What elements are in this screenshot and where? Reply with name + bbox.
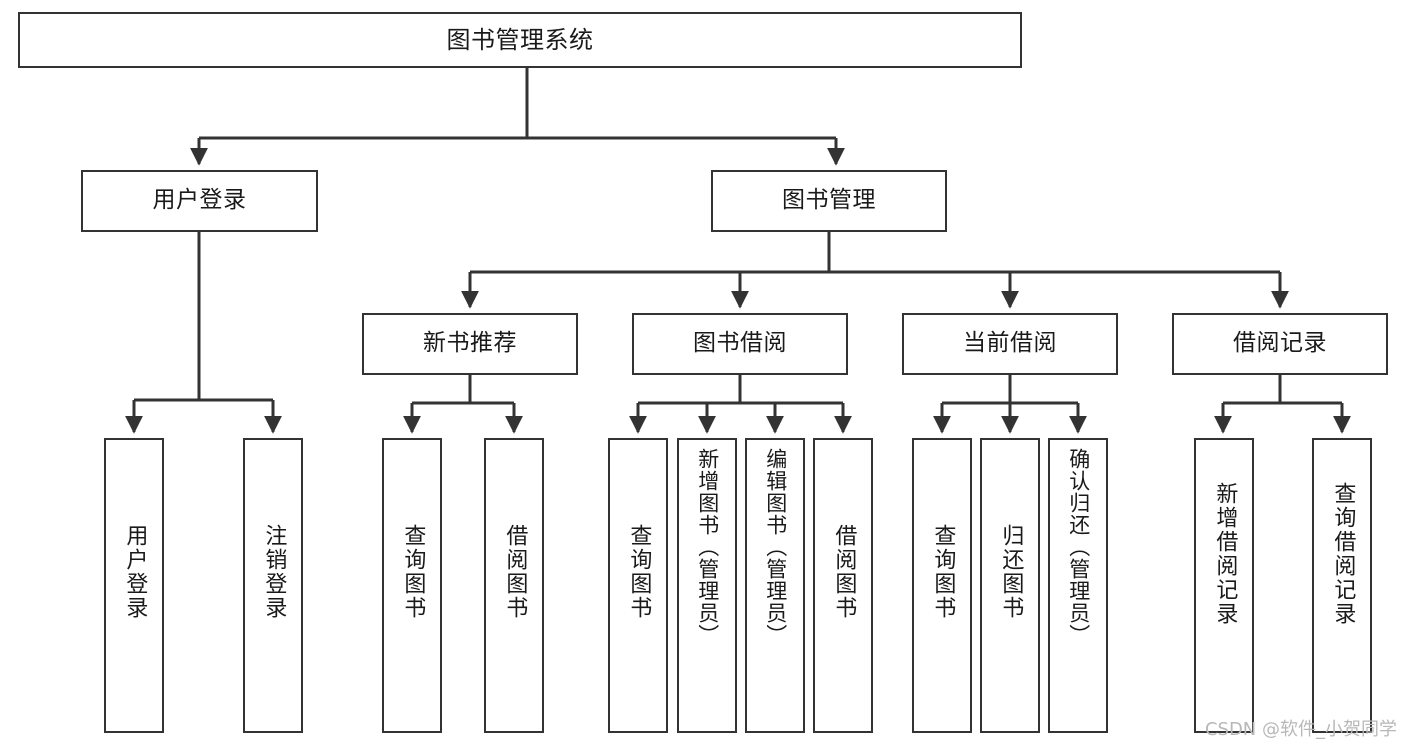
node-leaf-borrow-book-1-label: 借阅图书 [502,524,528,620]
node-leaf-user-login-label: 用户登录 [122,524,148,620]
node-leaf-query-book-1[interactable]: 查询图书 [382,438,442,733]
node-leaf-query-book-1-label: 查询图书 [400,524,426,620]
node-user-login[interactable]: 用户登录 [81,170,318,232]
node-leaf-return-book-label: 归还图书 [998,524,1024,620]
node-leaf-borrow-book-1[interactable]: 借阅图书 [484,438,544,733]
node-borrow-record-label: 借阅记录 [1233,330,1327,357]
node-borrow-record[interactable]: 借阅记录 [1172,313,1388,375]
node-book-management-label: 图书管理 [782,187,876,214]
node-book-borrow-label: 图书借阅 [693,330,787,357]
watermark-text: CSDN @软件_小贺同学 [1204,719,1397,740]
node-leaf-add-book-label: 新增图书（管理员） [695,448,720,646]
node-leaf-query-record-label: 查询借阅记录 [1330,482,1356,626]
node-leaf-user-login[interactable]: 用户登录 [104,438,164,733]
node-user-login-label: 用户登录 [152,187,247,214]
node-leaf-query-book-2[interactable]: 查询图书 [608,438,668,733]
node-leaf-logout[interactable]: 注销登录 [243,438,303,733]
node-new-book-recommend[interactable]: 新书推荐 [362,313,578,375]
node-leaf-add-book[interactable]: 新增图书（管理员） [677,438,737,733]
node-leaf-confirm-return[interactable]: 确认归还（管理员） [1048,438,1108,733]
node-leaf-add-record-label: 新增借阅记录 [1212,482,1238,626]
node-book-management[interactable]: 图书管理 [711,170,947,232]
node-leaf-logout-label: 注销登录 [261,524,287,620]
node-leaf-borrow-book-2-label: 借阅图书 [831,524,857,620]
node-leaf-add-record[interactable]: 新增借阅记录 [1194,438,1254,733]
node-root[interactable]: 图书管理系统 [18,12,1022,68]
node-root-label: 图书管理系统 [446,25,594,54]
node-current-borrow[interactable]: 当前借阅 [902,313,1118,375]
node-leaf-edit-book[interactable]: 编辑图书（管理员） [745,438,805,733]
node-leaf-query-book-2-label: 查询图书 [626,524,652,620]
node-leaf-edit-book-label: 编辑图书（管理员） [763,448,788,646]
node-leaf-return-book[interactable]: 归还图书 [980,438,1040,733]
node-leaf-borrow-book-2[interactable]: 借阅图书 [813,438,873,733]
node-new-book-recommend-label: 新书推荐 [423,330,517,357]
node-leaf-query-book-3[interactable]: 查询图书 [912,438,972,733]
node-leaf-query-book-3-label: 查询图书 [930,524,956,620]
node-leaf-confirm-return-label: 确认归还（管理员） [1066,448,1091,646]
node-current-borrow-label: 当前借阅 [963,330,1057,357]
node-book-borrow[interactable]: 图书借阅 [632,313,848,375]
node-leaf-query-record[interactable]: 查询借阅记录 [1312,438,1372,733]
